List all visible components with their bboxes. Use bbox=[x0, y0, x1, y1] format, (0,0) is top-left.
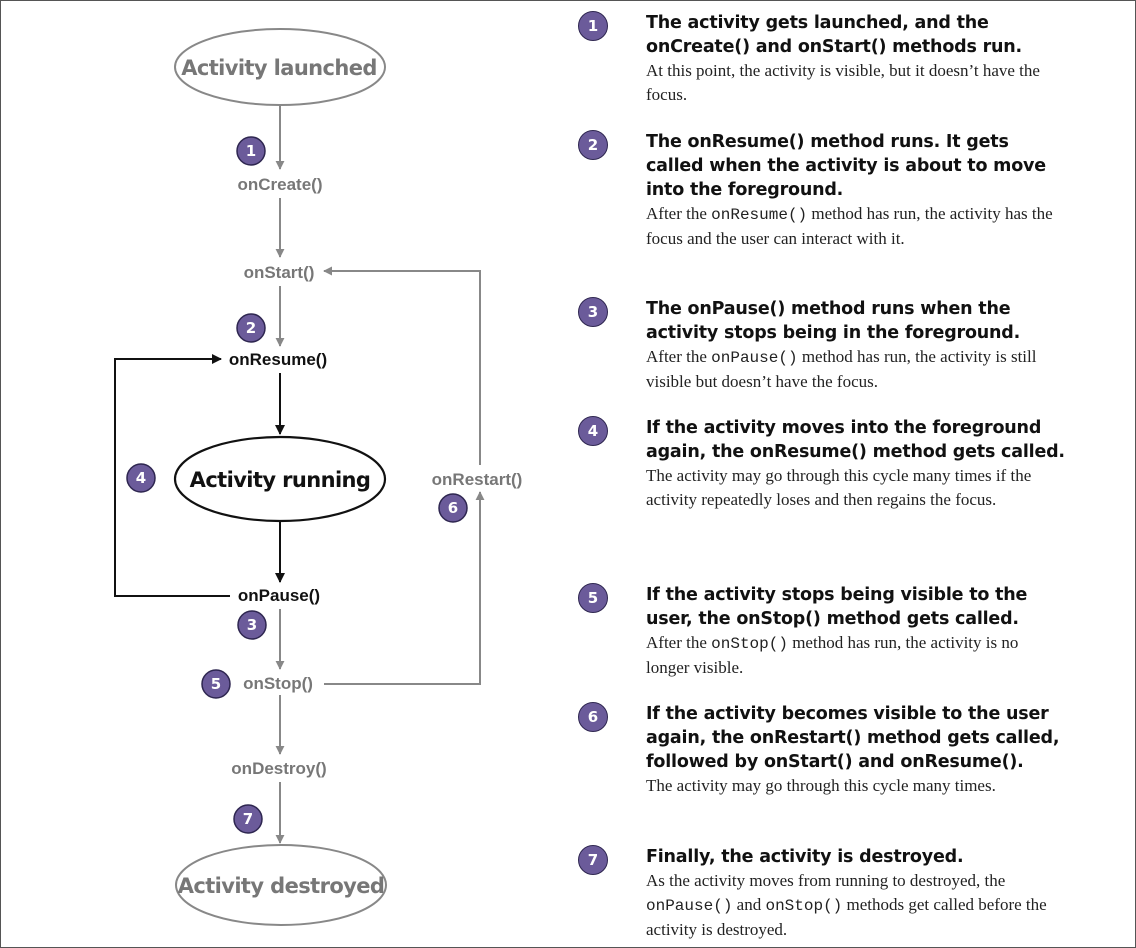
note-text-span: As the activity moves from running to de… bbox=[646, 871, 1006, 890]
svg-text:4: 4 bbox=[136, 469, 146, 487]
lifecycle-diagram: Activity launched 1 onCreate() onStart()… bbox=[114, 28, 523, 926]
step-3-badge-icon: 3 bbox=[578, 297, 608, 327]
svg-text:5: 5 bbox=[211, 675, 221, 693]
method-code-span: onResume() bbox=[711, 206, 808, 224]
method-ondestroy: onDestroy() bbox=[231, 759, 326, 778]
note-text-span: method has run, the activity is no longe… bbox=[646, 633, 1019, 677]
step-3-note: After the onPause() method has run, the … bbox=[646, 345, 1066, 394]
method-onstart: onStart() bbox=[244, 263, 315, 282]
method-code-span: onStop() bbox=[711, 635, 788, 653]
state-running-node bbox=[173, 435, 387, 523]
step-7-badge-icon: 7 bbox=[578, 845, 608, 875]
step-1-note: At this point, the activity is visible, … bbox=[646, 59, 1066, 107]
step-4-note: The activity may go through this cycle m… bbox=[646, 464, 1066, 512]
note-text-span: At this point, the activity is visible, … bbox=[646, 61, 1040, 104]
step-2-badge-icon: 2 bbox=[578, 130, 608, 160]
svg-text:7: 7 bbox=[243, 810, 253, 828]
step-4-heading: If the activity moves into the foregroun… bbox=[646, 418, 1065, 462]
step-5-badge-icon: 5 bbox=[578, 583, 608, 613]
step-5-heading: If the activity stops being visible to t… bbox=[646, 585, 1028, 629]
state-launched-label: Activity launched bbox=[181, 56, 377, 80]
svg-text:6: 6 bbox=[448, 499, 458, 517]
step-7-note: As the activity moves from running to de… bbox=[646, 869, 1066, 942]
method-code-span: onPause() bbox=[646, 897, 733, 915]
note-text-span: After the bbox=[646, 633, 712, 652]
step-3-heading: The onPause() method runs when the activ… bbox=[646, 299, 1021, 343]
badge-6-icon: 6 bbox=[438, 493, 468, 523]
step-6-heading: If the activity becomes visible to the u… bbox=[646, 704, 1060, 772]
svg-text:3: 3 bbox=[247, 616, 257, 634]
badge-3-icon: 3 bbox=[237, 610, 267, 640]
state-running-label: Activity running bbox=[190, 468, 371, 492]
step-5-note: After the onStop() method has run, the a… bbox=[646, 631, 1066, 680]
step-1-heading: The activity gets launched, and the onCr… bbox=[646, 13, 1022, 57]
note-text-span: The activity may go through this cycle m… bbox=[646, 776, 996, 795]
method-onrestart: onRestart() bbox=[432, 470, 523, 489]
note-text-span: method has run, the activity is still vi… bbox=[646, 347, 1037, 391]
svg-text:2: 2 bbox=[246, 319, 256, 337]
method-onstop: onStop() bbox=[243, 674, 313, 693]
arrow-onrestart-onstart bbox=[323, 266, 481, 465]
note-text-span: The activity may go through this cycle m… bbox=[646, 466, 1032, 509]
svg-text:1: 1 bbox=[246, 142, 256, 160]
method-code-span: onStop() bbox=[765, 897, 843, 915]
note-text-span: After the bbox=[646, 347, 712, 366]
step-6-note: The activity may go through this cycle m… bbox=[646, 774, 1066, 798]
step-4-badge-icon: 4 bbox=[578, 416, 608, 446]
state-launched-node bbox=[174, 28, 386, 106]
step-2-heading: The onResume() method runs. It gets call… bbox=[646, 132, 1046, 200]
step-2-note: After the onResume() method has run, the… bbox=[646, 202, 1066, 251]
badge-7-icon: 7 bbox=[233, 804, 263, 834]
badge-2-icon: 2 bbox=[236, 313, 266, 343]
badge-1-icon: 1 bbox=[236, 136, 266, 166]
badge-4-icon: 4 bbox=[126, 463, 156, 493]
method-onresume: onResume() bbox=[229, 350, 327, 369]
note-text-span: methods get called before the activity i… bbox=[646, 895, 1047, 939]
badge-5-icon: 5 bbox=[201, 669, 231, 699]
state-destroyed-label: Activity destroyed bbox=[178, 874, 385, 898]
step-1-badge-icon: 1 bbox=[578, 11, 608, 41]
step-7-heading: Finally, the activity is destroyed. bbox=[646, 847, 964, 867]
note-text-span: After the bbox=[646, 204, 712, 223]
arrow-onpause-onresume-loop bbox=[114, 354, 230, 597]
method-onpause: onPause() bbox=[238, 586, 320, 605]
state-destroyed-node bbox=[175, 844, 387, 926]
note-text-span: and bbox=[732, 895, 766, 914]
step-6-badge-icon: 6 bbox=[578, 702, 608, 732]
note-text-span: method has run, the activity has the foc… bbox=[646, 204, 1053, 248]
method-oncreate: onCreate() bbox=[237, 175, 322, 194]
method-code-span: onPause() bbox=[711, 349, 798, 367]
arrow-onstop-onrestart bbox=[324, 491, 485, 685]
